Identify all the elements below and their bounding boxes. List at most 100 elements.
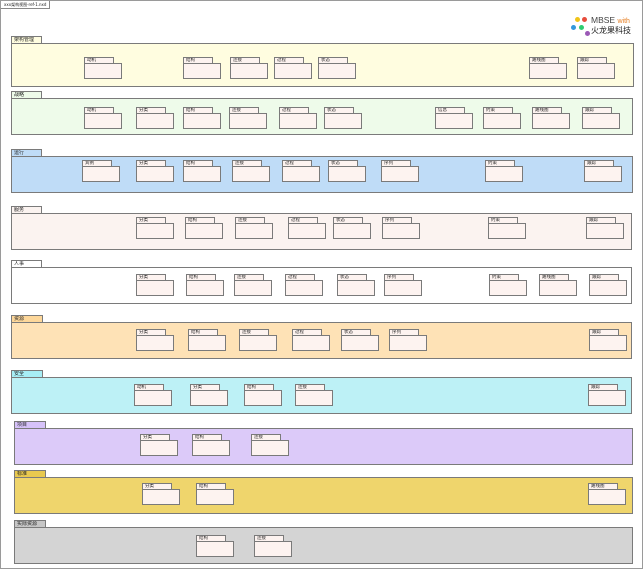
package-label: 过程 (282, 160, 312, 167)
package-security-3[interactable]: 连接 (295, 384, 333, 406)
package-security-1[interactable]: 分类 (190, 384, 228, 406)
package-strategy-6[interactable]: 信息 (435, 107, 473, 129)
package-body (529, 63, 567, 79)
package-personnel-4[interactable]: 状态 (337, 274, 375, 296)
package-label: 连接 (251, 434, 281, 441)
package-label: 结构 (188, 329, 218, 336)
package-operations-7[interactable]: 约束 (485, 160, 523, 182)
package-services-6[interactable]: 约束 (488, 217, 526, 239)
package-resources-6[interactable]: 跟踪 (589, 329, 627, 351)
package-resources-3[interactable]: 过程 (292, 329, 330, 351)
package-body (588, 489, 626, 505)
package-operations-2[interactable]: 结构 (183, 160, 221, 182)
package-strategy-7[interactable]: 约束 (483, 107, 521, 129)
package-resources-1[interactable]: 结构 (188, 329, 226, 351)
package-services-5[interactable]: 序列 (382, 217, 420, 239)
package-strategy-5[interactable]: 状态 (324, 107, 362, 129)
package-standards-1[interactable]: 结构 (196, 483, 234, 505)
package-label: 跟踪 (577, 57, 607, 64)
package-body (586, 223, 624, 239)
package-operations-4[interactable]: 过程 (282, 160, 320, 182)
package-personnel-8[interactable]: 跟踪 (589, 274, 627, 296)
package-arch-mgmt-6[interactable]: 跟踪 (577, 57, 615, 79)
package-operations-8[interactable]: 跟踪 (584, 160, 622, 182)
package-arch-mgmt-4[interactable]: 状态 (318, 57, 356, 79)
package-strategy-0[interactable]: 动机 (84, 107, 122, 129)
package-security-4[interactable]: 跟踪 (588, 384, 626, 406)
package-resources-2[interactable]: 连接 (239, 329, 277, 351)
package-arch-mgmt-5[interactable]: 路线图 (529, 57, 567, 79)
package-personnel-5[interactable]: 序列 (384, 274, 422, 296)
package-services-3[interactable]: 过程 (288, 217, 326, 239)
package-label: 过程 (285, 274, 315, 281)
package-standards-2[interactable]: 路线图 (588, 483, 626, 505)
package-arch-mgmt-0[interactable]: 动机 (84, 57, 122, 79)
package-label: 约束 (483, 107, 513, 114)
package-personnel-3[interactable]: 过程 (285, 274, 323, 296)
package-personnel-7[interactable]: 路线图 (539, 274, 577, 296)
package-label: 结构 (244, 384, 274, 391)
package-strategy-4[interactable]: 过程 (279, 107, 317, 129)
layer-security[interactable]: 动机分类 结构 连接 跟踪 (11, 377, 632, 414)
package-strategy-2[interactable]: 结构 (183, 107, 221, 129)
layer-personnel[interactable]: 分类 结构 连接 过程 状态序列 约束路线图 跟踪 (11, 267, 632, 304)
package-services-1[interactable]: 结构 (185, 217, 223, 239)
package-resources-4[interactable]: 状态 (341, 329, 379, 351)
package-resources-0[interactable]: 分类 (136, 329, 174, 351)
package-services-4[interactable]: 状态 (333, 217, 371, 239)
package-services-7[interactable]: 跟踪 (586, 217, 624, 239)
layer-strategy[interactable]: 动机分类结构连接过程状态 信息 约束 路线图跟踪 (11, 98, 633, 135)
package-body (234, 280, 272, 296)
layer-projects[interactable]: 分类结构 连接 (14, 428, 633, 465)
package-projects-1[interactable]: 结构 (192, 434, 230, 456)
package-actual-resources-0[interactable]: 结构 (196, 535, 234, 557)
package-body (196, 541, 234, 557)
layer-actual-resources[interactable]: 结构连接 (14, 527, 633, 564)
package-projects-2[interactable]: 连接 (251, 434, 289, 456)
layer-arch-mgmt[interactable]: 动机 结构连接过程状态 路线图 跟踪 (11, 43, 634, 87)
layer-resources[interactable]: 分类 结构 连接过程状态序列 跟踪 (11, 322, 632, 359)
company-logo: MBSE with 火龙果科技 (569, 15, 639, 37)
package-label: 跟踪 (589, 274, 619, 281)
package-resources-5[interactable]: 序列 (389, 329, 427, 351)
package-operations-5[interactable]: 状态 (328, 160, 366, 182)
package-strategy-9[interactable]: 跟踪 (582, 107, 620, 129)
package-security-2[interactable]: 结构 (244, 384, 282, 406)
package-personnel-0[interactable]: 分类 (136, 274, 174, 296)
package-body (186, 280, 224, 296)
layer-operations[interactable]: 宾例分类结构连接 过程 状态序列 约束 跟踪 (11, 156, 633, 193)
package-body (589, 280, 627, 296)
package-arch-mgmt-3[interactable]: 过程 (274, 57, 312, 79)
package-operations-6[interactable]: 序列 (381, 160, 419, 182)
package-arch-mgmt-1[interactable]: 结构 (183, 57, 221, 79)
package-body (295, 390, 333, 406)
package-strategy-1[interactable]: 分类 (136, 107, 174, 129)
layer-services[interactable]: 分类结构连接过程状态序列 约束 跟踪 (11, 213, 632, 250)
package-projects-0[interactable]: 分类 (140, 434, 178, 456)
package-personnel-6[interactable]: 约束 (489, 274, 527, 296)
package-body (254, 541, 292, 557)
package-body (230, 63, 268, 79)
package-strategy-3[interactable]: 连接 (229, 107, 267, 129)
package-security-0[interactable]: 动机 (134, 384, 172, 406)
package-label: 约束 (488, 217, 518, 224)
package-personnel-1[interactable]: 结构 (186, 274, 224, 296)
package-label: 结构 (196, 483, 226, 490)
package-operations-3[interactable]: 连接 (232, 160, 270, 182)
layer-standards[interactable]: 分类 结构 路线图 (14, 477, 633, 514)
package-body (588, 390, 626, 406)
package-arch-mgmt-2[interactable]: 连接 (230, 57, 268, 79)
package-standards-0[interactable]: 分类 (142, 483, 180, 505)
package-services-2[interactable]: 连接 (235, 217, 273, 239)
package-operations-1[interactable]: 分类 (136, 160, 174, 182)
package-body (84, 63, 122, 79)
package-personnel-2[interactable]: 连接 (234, 274, 272, 296)
package-label: 结构 (186, 274, 216, 281)
package-actual-resources-1[interactable]: 连接 (254, 535, 292, 557)
package-strategy-8[interactable]: 路线图 (532, 107, 570, 129)
package-services-0[interactable]: 分类 (136, 217, 174, 239)
package-label: 路线图 (529, 57, 559, 64)
package-operations-0[interactable]: 宾例 (82, 160, 120, 182)
package-label: 分类 (136, 274, 166, 281)
